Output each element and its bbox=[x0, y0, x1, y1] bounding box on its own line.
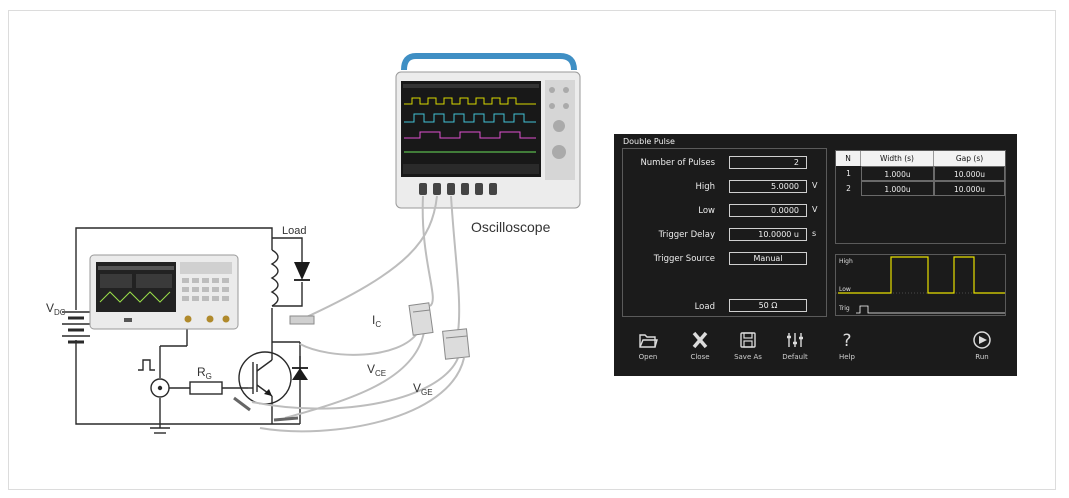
load-label: Load bbox=[282, 225, 306, 237]
function-generator bbox=[89, 254, 239, 330]
save-icon bbox=[740, 332, 756, 348]
panel-title: Double Pulse bbox=[623, 137, 675, 146]
vdc-label: VDC bbox=[46, 301, 66, 317]
run-label: Run bbox=[975, 353, 989, 361]
table-cell-gap[interactable]: 10.000u bbox=[934, 166, 1005, 181]
low-unit: V bbox=[812, 205, 818, 214]
pulses-input[interactable]: 2 bbox=[729, 156, 807, 169]
help-icon: ? bbox=[842, 331, 851, 350]
table-cell-width[interactable]: 1.000u bbox=[861, 166, 934, 181]
save-as-button[interactable]: Save As bbox=[726, 330, 770, 361]
table-header-width: Width (s) bbox=[861, 151, 934, 166]
table-cell-width[interactable]: 1.000u bbox=[861, 181, 934, 196]
play-icon bbox=[973, 331, 991, 349]
folder-icon bbox=[639, 334, 658, 348]
param-label-pulses: Number of Pulses bbox=[640, 158, 715, 168]
load-select[interactable]: 50 Ω bbox=[729, 299, 807, 312]
svg-text:?: ? bbox=[842, 331, 851, 350]
trigger-delay-input[interactable]: 10.0000 u bbox=[729, 228, 807, 241]
param-label-load: Load bbox=[694, 302, 715, 312]
waveform-plot bbox=[836, 256, 1007, 314]
waveform-trig-label: Trig bbox=[839, 305, 850, 312]
table-header-gap: Gap (s) bbox=[934, 151, 1005, 166]
param-label-trigger-source: Trigger Source bbox=[653, 254, 715, 264]
vce-label: VCE bbox=[367, 362, 386, 378]
param-label-trigger-delay: Trigger Delay bbox=[658, 230, 715, 240]
run-button[interactable]: Run bbox=[960, 330, 1004, 361]
waveform-low-label: Low bbox=[839, 286, 851, 293]
default-label: Default bbox=[782, 353, 808, 361]
close-button[interactable]: Close bbox=[678, 330, 722, 361]
close-icon bbox=[692, 331, 708, 349]
oscilloscope bbox=[395, 53, 581, 209]
current-probe bbox=[408, 302, 434, 336]
oscilloscope-label: Oscilloscope bbox=[471, 219, 551, 235]
trigger-delay-unit: s bbox=[812, 229, 817, 238]
double-pulse-panel: Double Pulse Number of Pulses 2 High 5.0… bbox=[614, 134, 1017, 376]
params-section: Number of Pulses 2 High 5.0000 V Low 0.0… bbox=[622, 148, 827, 317]
default-button[interactable]: Default bbox=[773, 330, 817, 361]
high-unit: V bbox=[812, 181, 818, 190]
param-label-high: High bbox=[695, 182, 715, 192]
table-header-n: N bbox=[836, 151, 861, 166]
help-button[interactable]: ? Help bbox=[825, 330, 869, 361]
save-as-label: Save As bbox=[734, 353, 762, 361]
table-row-index: 1 bbox=[846, 169, 851, 178]
table-cell-gap[interactable]: 10.000u bbox=[934, 181, 1005, 196]
open-button[interactable]: Open bbox=[626, 330, 670, 361]
low-input[interactable]: 0.0000 bbox=[729, 204, 807, 217]
sliders-icon bbox=[787, 333, 803, 347]
pulse-table: N Width (s) Gap (s) 1 1.000u 10.000u 2 1… bbox=[835, 150, 1006, 244]
high-input[interactable]: 5.0000 bbox=[729, 180, 807, 193]
voltage-probe bbox=[442, 328, 470, 360]
param-label-low: Low bbox=[698, 206, 715, 216]
trigger-source-select[interactable]: Manual bbox=[729, 252, 807, 265]
vge-label: VGE bbox=[413, 381, 433, 397]
ic-label: IC bbox=[372, 313, 381, 329]
waveform-high-label: High bbox=[839, 258, 853, 265]
table-row-index: 2 bbox=[846, 184, 851, 193]
help-label: Help bbox=[839, 353, 855, 361]
waveform-preview: High Low Trig bbox=[835, 254, 1007, 316]
figure-frame bbox=[8, 10, 1056, 490]
open-label: Open bbox=[638, 353, 658, 361]
close-label: Close bbox=[690, 353, 710, 361]
rg-label: RG bbox=[197, 365, 212, 381]
